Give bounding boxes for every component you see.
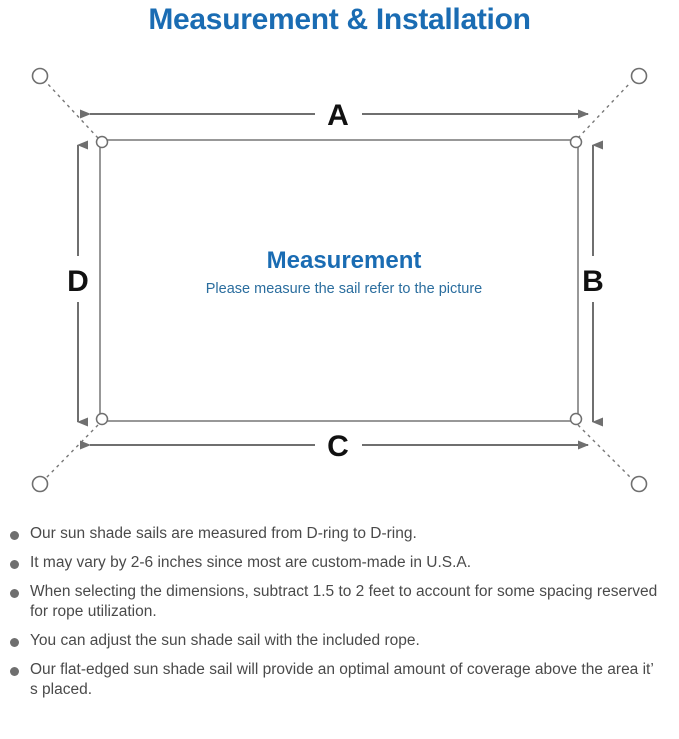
list-item: You can adjust the sun shade sail with t… [0,631,679,651]
d-rings [95,135,583,426]
page-title: Measurement & Installation [148,3,531,36]
anchor-ring-bottom-left [31,475,49,493]
rope-line-bottom-right [577,424,632,479]
list-item-text: You can adjust the sun shade sail with t… [30,632,420,649]
bullet-icon [10,638,19,647]
dimension-label-b: B [582,265,604,298]
rope-line-bottom-left [45,424,99,479]
dimension-label-a: A [327,99,349,132]
list-item-text: Our sun shade sails are measured from D-… [30,525,417,542]
d-ring-bottom-left [95,412,109,426]
list-item-text: It may vary by 2-6 inches since most are… [30,554,472,571]
sail-measurement-diagram: A C D B Measurement Please measure the s… [0,44,679,522]
d-ring-bottom-right [569,412,583,426]
d-ring-top-right [569,135,583,149]
notes-list: Our sun shade sails are measured from D-… [0,524,679,739]
rope-lines [45,81,632,479]
bullet-icon [10,531,19,540]
rope-line-top-left [45,81,99,139]
bullet-icon [10,667,19,676]
anchor-ring-top-right [630,67,648,85]
list-item-text: Our flat-edged sun shade sail will provi… [30,661,654,698]
list-item: It may vary by 2-6 inches since most are… [0,553,679,573]
list-item-text: When selecting the dimensions, subtract … [30,583,658,620]
list-item: When selecting the dimensions, subtract … [0,582,679,622]
anchor-ring-bottom-right [630,475,648,493]
sail-center-subtitle: Please measure the sail refer to the pic… [206,281,482,297]
anchor-ring-top-left [31,67,49,85]
list-item: Our sun shade sails are measured from D-… [0,524,679,544]
dimension-label-d: D [67,265,89,298]
anchor-rings [31,67,648,493]
sail-body [99,139,579,422]
rope-line-top-right [577,81,632,139]
list-item: Our flat-edged sun shade sail will provi… [0,660,679,700]
dimension-label-c: C [327,430,349,463]
d-ring-top-left [95,135,109,149]
bullet-icon [10,560,19,569]
sail-center-title: Measurement [267,247,422,274]
bullet-icon [10,589,19,598]
